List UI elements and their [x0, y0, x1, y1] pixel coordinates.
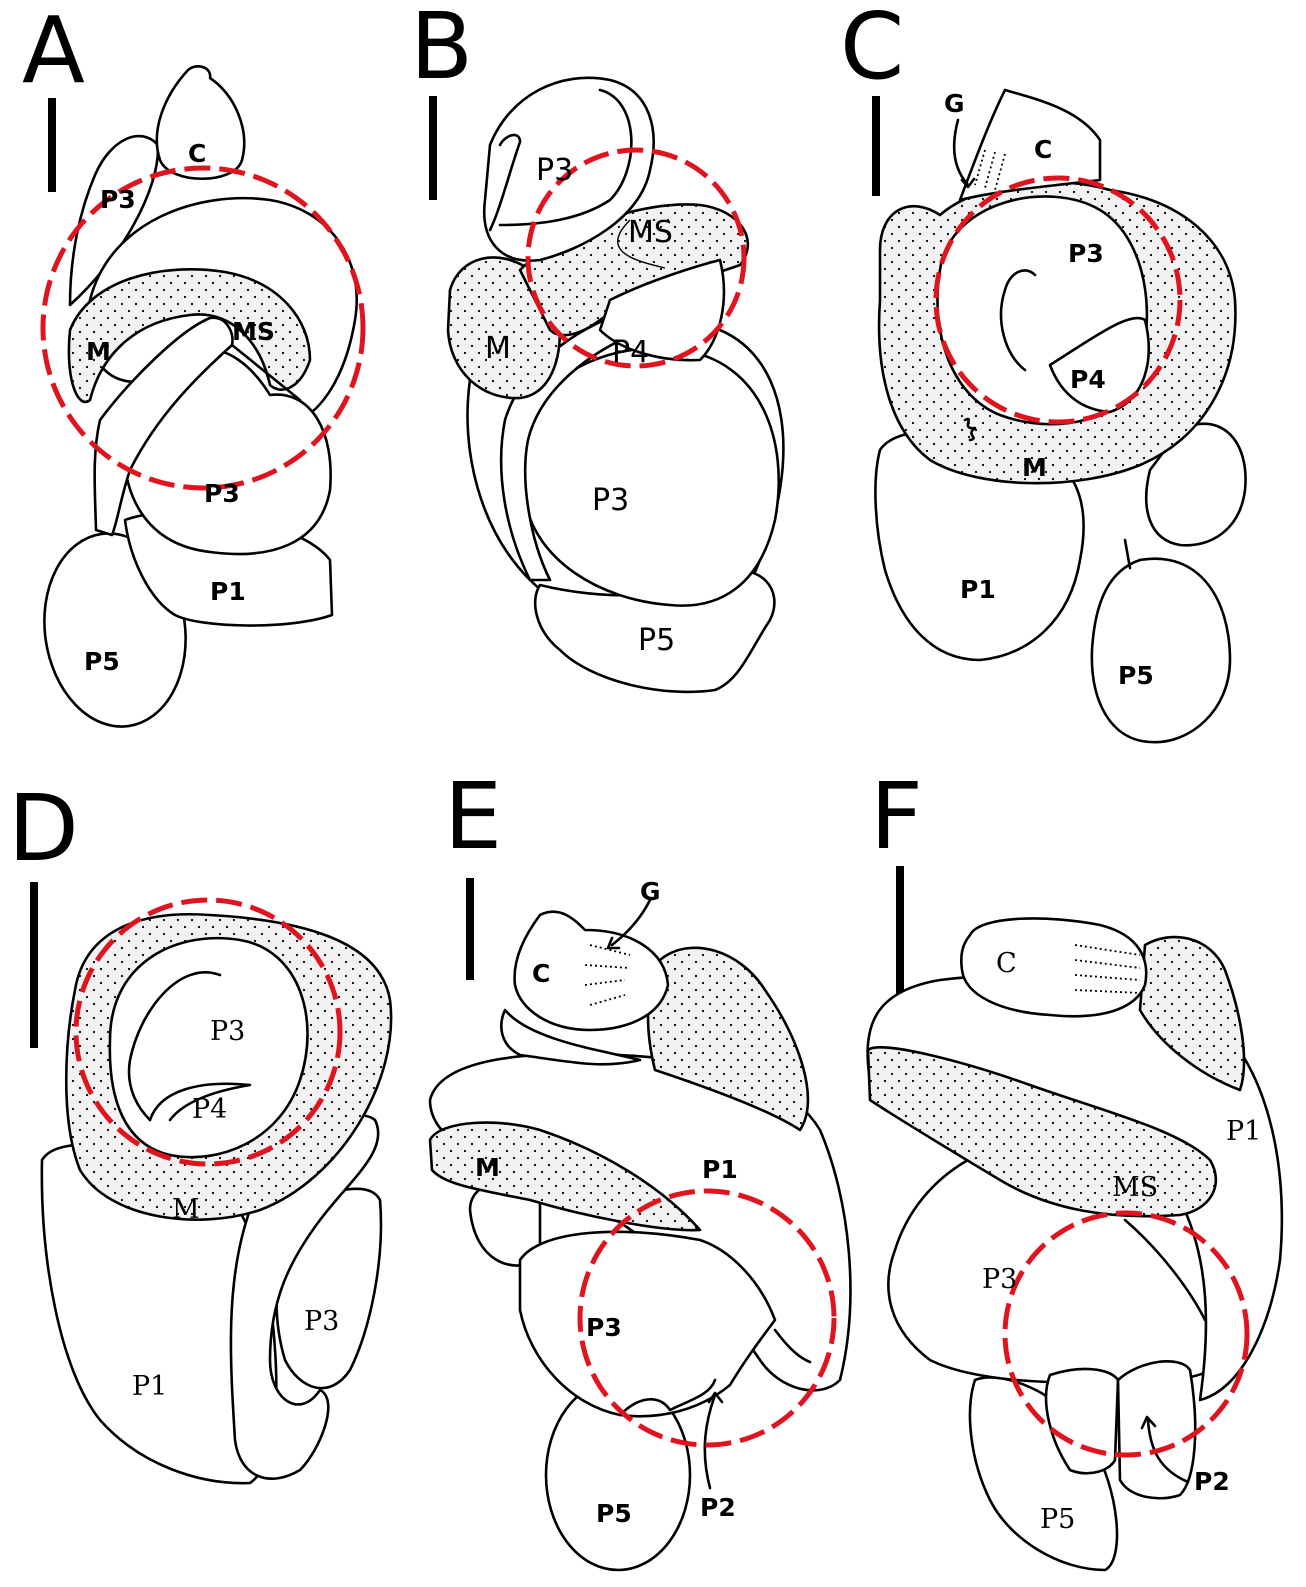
label-p3-mid-b: P3: [592, 483, 629, 518]
label-p3-e: P3: [586, 1313, 622, 1342]
label-p3-top-d: P3: [210, 1016, 245, 1047]
label-p3-side-d: P3: [304, 1306, 339, 1337]
panel-b: B P3 MS M P4 P3 P5: [410, 0, 783, 692]
g-arrow-c: [954, 120, 968, 185]
label-p3-top-a: P3: [100, 185, 136, 214]
p2-right-lobe-f: [1118, 1361, 1195, 1498]
panel-d: D P3 P4 M P3 P1: [8, 775, 391, 1483]
panel-a: A C P3 M MS P3 P1 P5: [22, 0, 363, 736]
panel-e: E G C M P1 P3 P2 P5: [430, 763, 850, 1570]
label-m-b: M: [485, 331, 511, 366]
label-c-f: C: [996, 948, 1017, 979]
label-m-e: M: [475, 1153, 500, 1182]
label-p1-f: P1: [1226, 1116, 1261, 1147]
label-c-a: C: [188, 139, 206, 168]
label-ms-f: MS: [1112, 1172, 1158, 1203]
p2-arrow-e: [705, 1395, 715, 1488]
p5-stalk-c: [1125, 540, 1130, 568]
label-p1-e: P1: [702, 1155, 738, 1184]
label-p4-b: P4: [612, 335, 649, 370]
label-ms-b: MS: [628, 215, 673, 250]
panel-c: C G C P3 P4 M P1 P5: [840, 0, 1246, 742]
label-p1-d: P1: [132, 1371, 167, 1402]
label-p5-f: P5: [1040, 1504, 1075, 1535]
label-p2-e: P2: [700, 1493, 736, 1522]
label-m-a: M: [86, 337, 111, 366]
label-ms-a: MS: [232, 317, 275, 346]
label-p3-c: P3: [1068, 239, 1104, 268]
label-p5-c: P5: [1118, 661, 1154, 690]
panel-letter-f: F: [870, 763, 923, 870]
label-p1-c: P1: [960, 575, 996, 604]
label-c-e: C: [532, 959, 550, 988]
label-p5-e: P5: [596, 1499, 632, 1528]
panel-letter-b: B: [410, 0, 473, 100]
panel-letter-a: A: [22, 0, 85, 104]
label-p4-d: P4: [192, 1094, 227, 1125]
label-c-c: C: [1034, 135, 1052, 164]
panel-f: F C P1 MS P3 P5 P2: [868, 763, 1282, 1570]
label-p5-a: P5: [84, 647, 120, 676]
label-p2-f: P2: [1194, 1467, 1230, 1496]
panel-letter-d: D: [8, 775, 79, 882]
panel-letter-c: C: [840, 0, 904, 100]
label-p3-f: P3: [982, 1264, 1017, 1295]
p5-sclerite-c: [1092, 559, 1230, 742]
label-p4-c: P4: [1070, 365, 1106, 394]
label-g-c: G: [944, 89, 965, 118]
conductor-f: [961, 918, 1146, 1016]
label-m-c: M: [1022, 453, 1047, 482]
panel-letter-e: E: [444, 763, 502, 870]
label-p1-a: P1: [210, 577, 246, 606]
label-m-d: M: [172, 1194, 200, 1225]
label-p3-mid-a: P3: [204, 479, 240, 508]
label-p3-top-b: P3: [536, 153, 573, 188]
label-p5-b: P5: [638, 623, 675, 658]
label-g-e: G: [640, 877, 661, 906]
